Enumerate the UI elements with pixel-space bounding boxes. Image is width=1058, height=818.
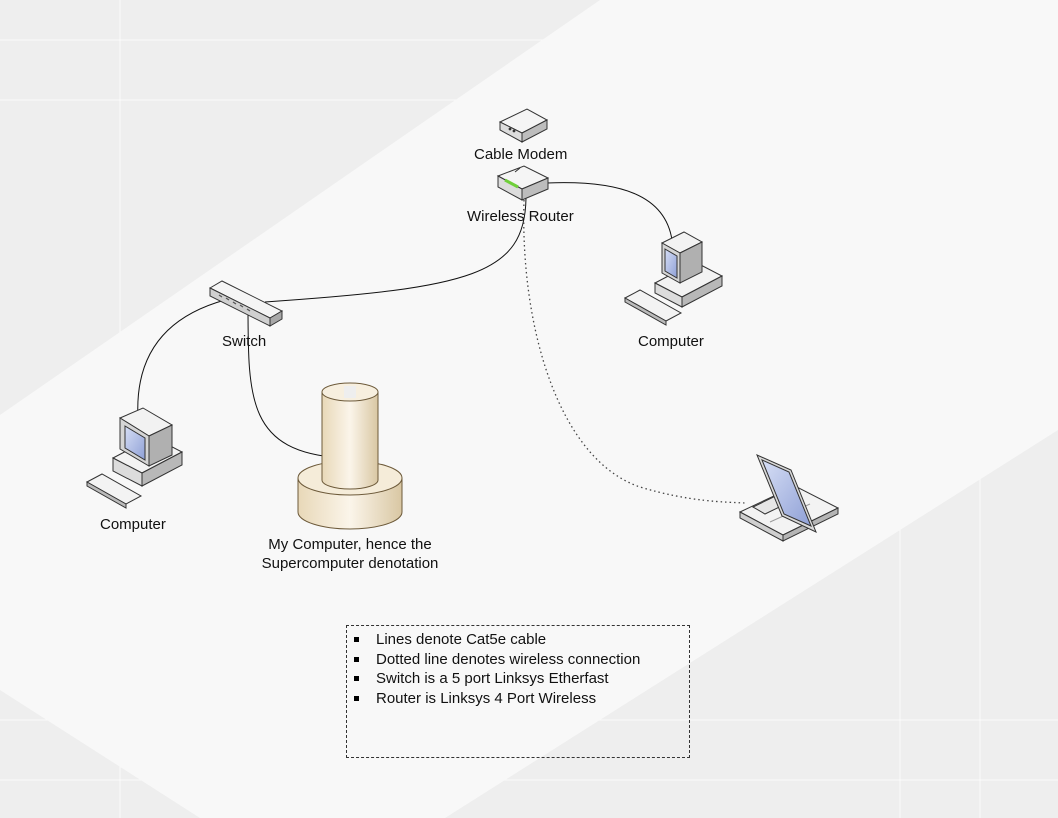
legend-item: Router is Linksys 4 Port Wireless: [353, 689, 689, 709]
bullet-icon: [354, 656, 359, 662]
cable-modem-icon: [498, 108, 549, 143]
wireless-router-icon: [496, 165, 550, 201]
legend-item-text: Switch is a 5 port Linksys Etherfast: [376, 670, 609, 687]
cat5e-cables: [137, 182, 673, 459]
supercomputer-icon: [297, 382, 403, 530]
laptop-icon: [738, 454, 840, 542]
bullet-icon: [354, 676, 359, 681]
computer-left-label: Computer: [100, 516, 166, 533]
legend-item-text: Dotted line denotes wireless connection: [376, 650, 641, 668]
cable-router-switch: [264, 197, 527, 303]
cable-switch-supercomputer: [247, 304, 343, 459]
legend-list: Lines denote Cat5e cable Dotted line den…: [353, 630, 689, 708]
legend-item: Lines denote Cat5e cable: [353, 630, 689, 650]
computer-right-label: Computer: [638, 333, 704, 350]
legend-item-text: Lines denote Cat5e cable: [376, 631, 547, 648]
switch-label: Switch: [222, 333, 267, 350]
computer-left-icon: [85, 407, 184, 509]
legend-item: Dotted line denotes wireless connection: [353, 650, 689, 670]
legend-item-text: Router is Linksys 4 Port Wireless: [376, 689, 597, 707]
legend-box: Lines denote Cat5e cable Dotted line den…: [346, 625, 690, 758]
supercomputer-label: My Computer, hence the Supercomputer den…: [245, 535, 455, 573]
wireless-router-label: Wireless Router: [467, 208, 574, 225]
bullet-icon: [354, 637, 359, 642]
supercomputer-label-line1: My Computer, hence the: [268, 536, 432, 553]
bullet-icon: [354, 695, 359, 701]
legend-item: Switch is a 5 port Linksys Etherfast: [353, 669, 689, 689]
cable-modem-label: Cable Modem: [474, 146, 568, 163]
computer-right-icon: [623, 231, 724, 326]
cable-router-computer: [546, 182, 673, 241]
switch-icon: [208, 280, 284, 327]
cable-switch-computer: [137, 299, 226, 419]
supercomputer-label-line2: Supercomputer denotation: [261, 555, 439, 572]
